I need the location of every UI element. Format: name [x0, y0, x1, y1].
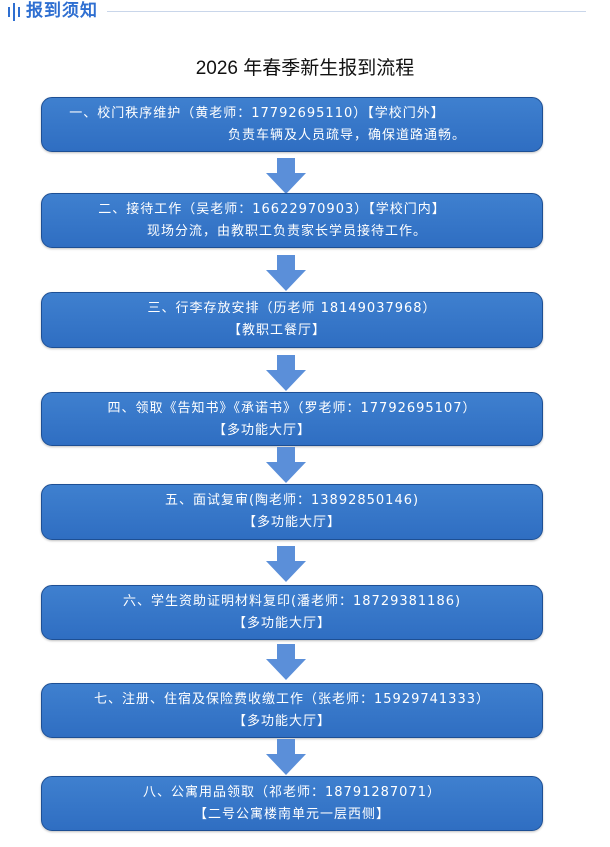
step-4-line1: 四、领取《告知书》《承诺书》（罗老师：17792695107） [107, 401, 477, 416]
arrow-down-icon [266, 739, 306, 775]
arrow-down-icon [266, 255, 306, 291]
step-3-line2: 【教职工餐厅】 [227, 323, 326, 338]
header-divider [107, 11, 586, 12]
page-title: 2026 年春季新生报到流程 [195, 58, 415, 79]
step-8-line1: 八、公寓用品领取（祁老师：18791287071） [143, 785, 441, 800]
step-2-line2: 现场分流，由教职工负责家长学员接待工作。 [146, 224, 427, 239]
step-5-box: 五、面试复审(陶老师：13892850146) 【多功能大厅】 [41, 484, 543, 540]
step-8-box: 八、公寓用品领取（祁老师：18791287071） 【二号公寓楼南单元一层西侧】 [41, 776, 543, 831]
step-5-line1: 五、面试复审(陶老师：13892850146) [164, 493, 420, 508]
arrow-down-icon [266, 158, 306, 194]
arrow-down-icon [266, 355, 306, 391]
section-title: 报到须知 [26, 1, 98, 21]
arrow-down-icon [266, 447, 306, 483]
arrow-down-icon [266, 644, 306, 680]
step-2-line1: 二、接待工作（吴老师：16622970903）【学校门内】 [98, 202, 446, 217]
step-1-line2: 负责车辆及人员疏导，确保道路通畅。 [227, 128, 466, 143]
step-1-box: 一、校门秩序维护（黄老师：17792695110）【学校门外】 负责车辆及人员疏… [41, 97, 543, 152]
step-2-box: 二、接待工作（吴老师：16622970903）【学校门内】 现场分流，由教职工负… [41, 193, 543, 248]
step-4-box: 四、领取《告知书》《承诺书》（罗老师：17792695107） 【多功能大厅】 [41, 392, 543, 446]
step-6-line2: 【多功能大厅】 [232, 616, 331, 631]
step-1-line1: 一、校门秩序维护（黄老师：17792695110）【学校门外】 [69, 106, 445, 121]
step-4-line2: 【多功能大厅】 [212, 423, 311, 438]
step-7-line2: 【多功能大厅】 [232, 714, 331, 729]
arrow-down-icon [266, 546, 306, 582]
step-7-box: 七、注册、住宿及保险费收缴工作（张老师：15929741333） 【多功能大厅】 [41, 683, 543, 738]
section-header: 报到须知 [0, 0, 610, 24]
step-6-box: 六、学生资助证明材料复印(潘老师：18729381186) 【多功能大厅】 [41, 585, 543, 640]
step-5-line2: 【多功能大厅】 [242, 515, 341, 530]
step-7-line1: 七、注册、住宿及保险费收缴工作（张老师：15929741333） [94, 692, 490, 707]
step-8-line2: 【二号公寓楼南单元一层西侧】 [193, 807, 390, 822]
step-6-line1: 六、学生资助证明材料复印(潘老师：18729381186) [122, 594, 462, 609]
step-3-box: 三、行李存放安排（历老师 18149037968） 【教职工餐厅】 [41, 292, 543, 348]
step-3-line1: 三、行李存放安排（历老师 18149037968） [147, 301, 437, 316]
